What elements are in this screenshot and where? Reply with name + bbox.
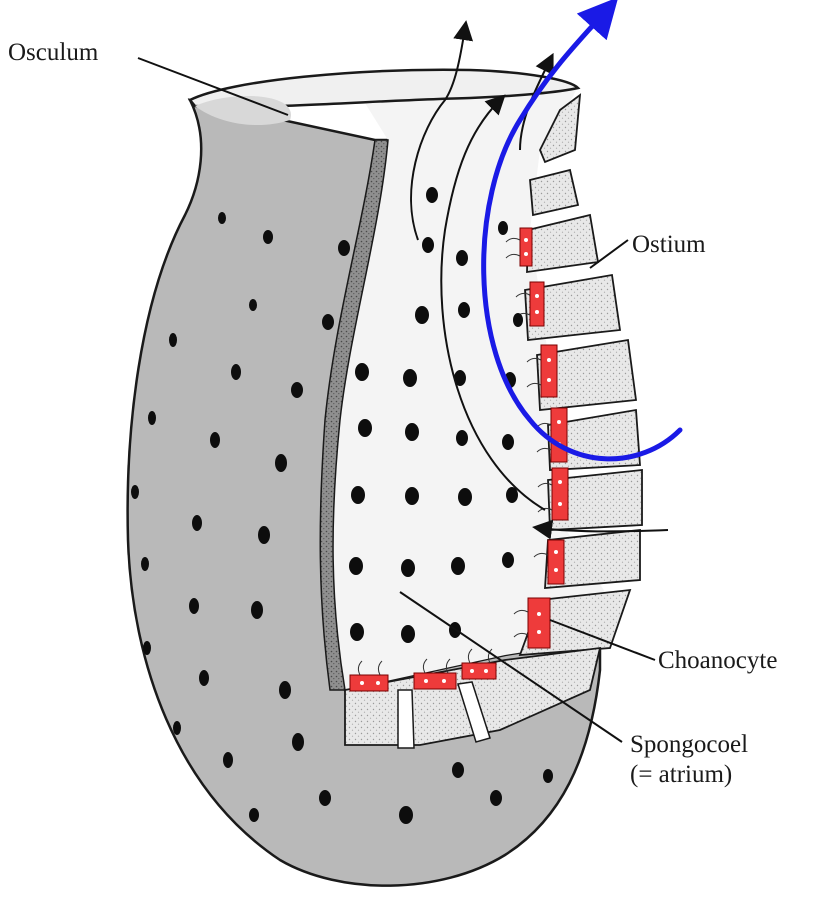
label-spongocoel: Spongocoel — [630, 731, 748, 758]
label-choanocyte: Choanocyte — [658, 647, 777, 674]
label-osculum: Osculum — [8, 39, 99, 66]
label-ostium: Ostium — [632, 231, 706, 258]
label-atrium: (= atrium) — [630, 761, 732, 788]
canal-bottom-1 — [398, 690, 414, 748]
